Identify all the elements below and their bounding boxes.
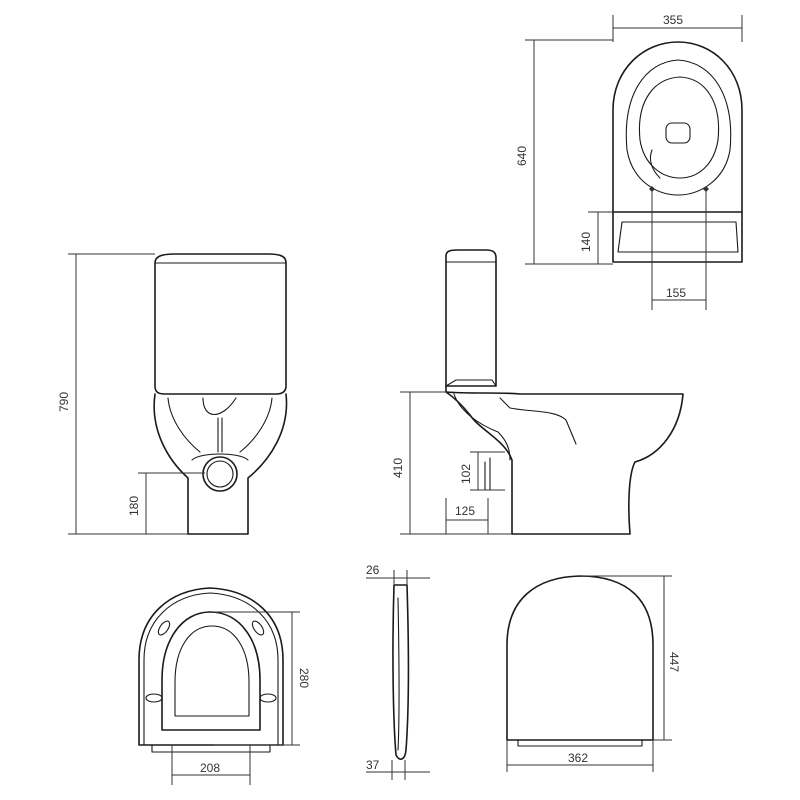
front-view-trap	[167, 397, 273, 453]
dim-inlet-height: 102	[459, 464, 473, 484]
dim-top-view-depth: 640	[515, 146, 529, 166]
dim-outlet-offset: 125	[455, 504, 475, 518]
top-view-fixing-left	[649, 186, 655, 192]
front-view	[153, 253, 288, 535]
dim-seat-height: 410	[391, 458, 405, 478]
top-view-dimensions: 355 640 140 155	[515, 13, 743, 310]
top-view-cistern	[612, 211, 743, 263]
seat-ring-inner	[161, 611, 261, 731]
seat-opening	[174, 625, 250, 717]
dim-lid-thickness-top: 26	[366, 563, 380, 577]
top-view-flush-slot	[649, 149, 661, 179]
top-view-fixing-right	[703, 186, 709, 192]
side-view-dimensions: 410 102 125	[391, 391, 512, 535]
dim-seat-hinge-spacing: 208	[200, 761, 220, 775]
lid-top-dimensions: 447 362	[506, 575, 681, 772]
top-view-rim-inner	[625, 59, 732, 196]
dim-total-height: 790	[57, 392, 71, 412]
dim-lid-width: 362	[568, 751, 588, 765]
seat-dimensions: 280 208	[171, 611, 311, 785]
front-view-dimensions: 790 180	[57, 253, 205, 535]
side-view	[445, 249, 684, 535]
lid-hinge-edge	[517, 739, 643, 747]
dim-top-view-width: 355	[663, 13, 683, 27]
side-view-bowl	[445, 385, 684, 535]
top-view-bowl-opening	[638, 76, 720, 179]
top-view-outlet	[665, 122, 691, 144]
front-view-cistern	[154, 253, 287, 395]
side-view-cistern	[445, 249, 497, 387]
top-view	[612, 41, 743, 263]
lid-profile	[392, 584, 410, 760]
dim-cistern-depth: 140	[579, 232, 593, 252]
top-view-bowl-outline	[612, 41, 743, 213]
dim-fixing-spacing: 155	[666, 286, 686, 300]
front-view-bowl	[153, 393, 288, 535]
seat-hinge	[151, 744, 271, 753]
front-view-outlet	[202, 456, 238, 492]
dim-outlet-height: 180	[127, 496, 141, 516]
lid-profile-dimensions: 26 37	[366, 563, 430, 780]
lid-top	[506, 575, 654, 747]
top-view-cistern-inner	[617, 221, 739, 253]
lid-profile-shape	[392, 584, 410, 760]
dim-lid-thickness-bottom: 37	[366, 758, 380, 772]
dim-lid-depth: 447	[667, 652, 681, 672]
lid-outline	[506, 575, 654, 741]
seat-outer	[138, 587, 284, 746]
dim-seat-inner-length: 280	[297, 668, 311, 688]
seat-view	[138, 587, 284, 753]
